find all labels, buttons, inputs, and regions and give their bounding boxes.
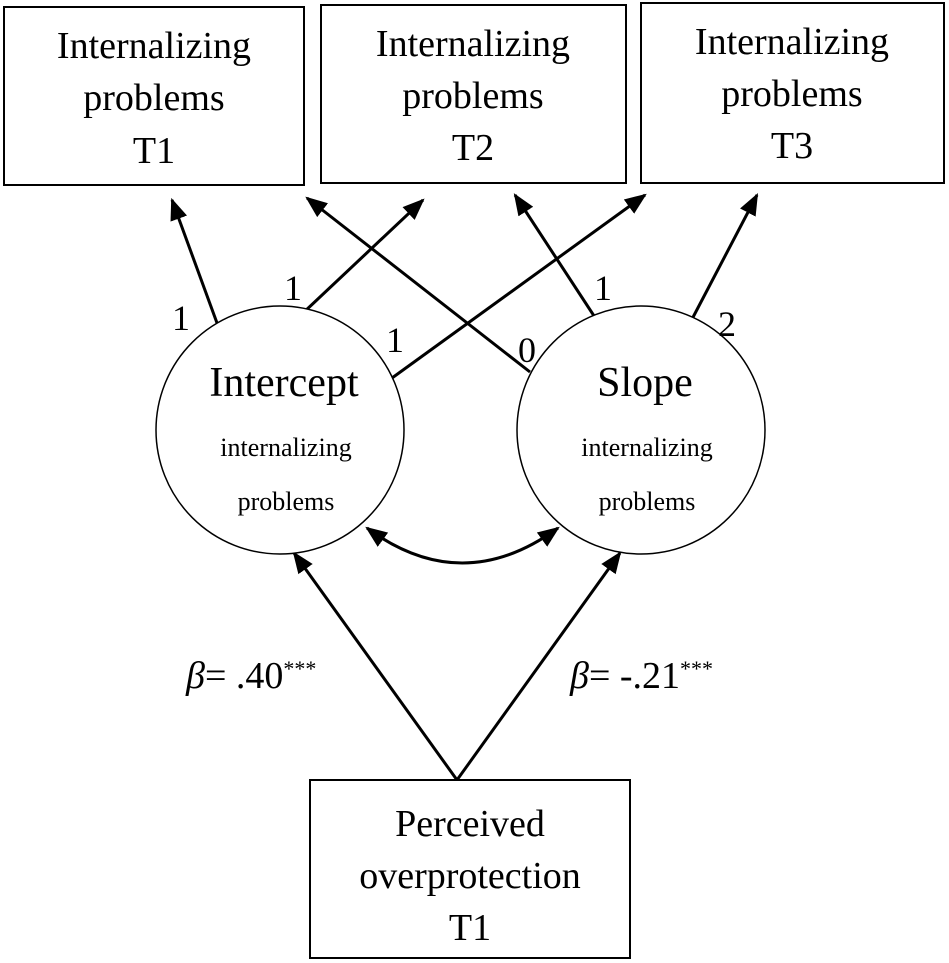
- loading-labels: 1 1 1 0 1 2: [172, 268, 736, 370]
- slope-to-t1-arrow: [305, 196, 531, 374]
- indicator-t1-box: Internalizing problems T1: [3, 6, 305, 186]
- slope-factor: Slope internalizing problems: [516, 305, 766, 555]
- loading-intercept-t2: 1: [284, 268, 302, 308]
- loading-slope-t2: 1: [594, 268, 612, 308]
- predictor-box: Perceived overprotection T1: [309, 779, 631, 959]
- t3-line-3: T3: [771, 125, 813, 167]
- t1-line-3: T1: [133, 130, 175, 172]
- t2-line-3: T2: [452, 127, 494, 169]
- svg-text:β= -.21***: β= -.21***: [569, 655, 713, 697]
- loading-intercept-t3: 1: [386, 320, 404, 360]
- intercept-to-t2-arrow: [301, 198, 425, 315]
- slope-line-2: problems: [599, 487, 696, 516]
- predictor-line-2: overprotection: [359, 855, 581, 897]
- intercept-to-t1-arrow: [170, 197, 219, 324]
- indicator-t2-box: Internalizing problems T2: [320, 4, 627, 184]
- svg-text:β= .40***: β= .40***: [185, 655, 316, 697]
- predictor-to-slope-arrow: [455, 551, 622, 781]
- intercept-to-t3-arrow: [391, 193, 647, 380]
- paths-group: [170, 193, 759, 781]
- beta-slope-symbol: β: [569, 655, 589, 697]
- beta-slope-sig: ***: [680, 656, 713, 681]
- beta-slope-value: = -.21: [589, 655, 680, 697]
- beta-intercept-value: = .40: [205, 655, 283, 697]
- covariance-arrow: [365, 526, 560, 565]
- beta-intercept-symbol: β: [185, 655, 205, 697]
- intercept-line-2: problems: [238, 487, 335, 516]
- slope-title: Slope: [597, 360, 693, 406]
- predictor-line-3: T1: [449, 907, 491, 949]
- predictor-line-1: Perceived: [395, 803, 545, 845]
- intercept-title: Intercept: [209, 360, 359, 406]
- t2-line-2: problems: [402, 75, 543, 117]
- loading-slope-t3: 2: [718, 304, 736, 344]
- beta-intercept-label: β= .40***: [185, 655, 316, 697]
- indicator-t3-box: Internalizing problems T3: [640, 2, 945, 184]
- loading-slope-t1: 0: [518, 330, 536, 370]
- t1-line-1: Internalizing: [57, 25, 251, 67]
- beta-intercept-sig: ***: [283, 656, 316, 681]
- t1-line-2: problems: [83, 77, 224, 119]
- t3-line-1: Internalizing: [695, 21, 889, 63]
- loading-intercept-t1: 1: [172, 298, 190, 338]
- slope-to-t2-arrow: [513, 193, 600, 323]
- slope-line-1: internalizing: [581, 433, 712, 462]
- intercept-line-1: internalizing: [220, 433, 351, 462]
- t2-line-1: Internalizing: [376, 23, 570, 65]
- intercept-factor: Intercept internalizing problems: [155, 305, 405, 555]
- predictor-to-intercept-arrow: [292, 551, 459, 781]
- slope-to-t3-arrow: [688, 193, 759, 324]
- t3-line-2: problems: [721, 73, 862, 115]
- beta-slope-label: β= -.21***: [569, 655, 713, 697]
